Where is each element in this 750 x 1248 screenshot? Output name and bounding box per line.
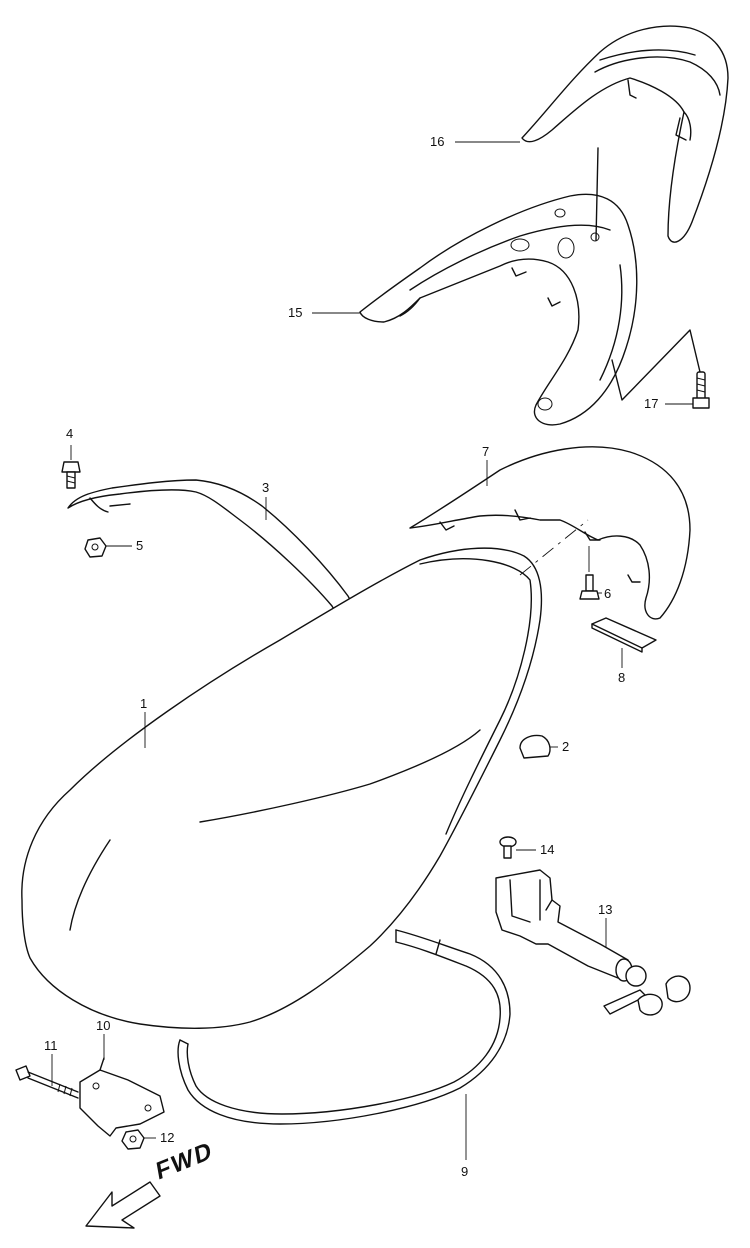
- callout-16: 16: [430, 134, 444, 149]
- callout-8: 8: [618, 670, 625, 685]
- callout-11: 11: [44, 1038, 58, 1053]
- callout-13: 13: [598, 902, 612, 917]
- callout-1: 1: [140, 696, 147, 711]
- callout-15: 15: [288, 305, 302, 320]
- part-1-seat: [21, 547, 543, 1029]
- callout-3: 3: [262, 480, 269, 495]
- part-6-screw: [579, 546, 600, 600]
- part-16-rear-cover: [521, 25, 729, 243]
- part-11-bolt: [15, 1065, 79, 1099]
- callout-10: 10: [96, 1018, 110, 1033]
- callout-17: 17: [644, 396, 658, 411]
- callout-7: 7: [482, 444, 489, 459]
- part-4-bolt: [61, 445, 81, 489]
- part-13-seat-lock: [495, 869, 691, 1016]
- part-10-bracket: [79, 1057, 165, 1137]
- callout-12: 12: [160, 1130, 174, 1145]
- callout-5: 5: [136, 538, 143, 553]
- callout-14: 14: [540, 842, 554, 857]
- callout-2: 2: [562, 739, 569, 754]
- callout-6: 6: [604, 586, 611, 601]
- callout-4: 4: [66, 426, 73, 441]
- part-15-tail-cover: [359, 193, 638, 426]
- part-14-screw: [499, 836, 517, 859]
- part-9-seat-trim: [177, 929, 511, 1125]
- part-17-screw: [595, 147, 710, 409]
- part-12-nut: [121, 1129, 145, 1150]
- callout-labels: 16 15 17 4 3 5 7 6 8 1 2 14: [44, 134, 693, 1179]
- part-8-rubber-block: [591, 617, 657, 653]
- part-2-cap-nut: [519, 734, 551, 759]
- part-5-nut: [84, 537, 107, 558]
- part-7-seat-base: [409, 446, 691, 620]
- forward-direction-arrow: FWD: [85, 1136, 215, 1229]
- callout-9: 9: [461, 1164, 468, 1179]
